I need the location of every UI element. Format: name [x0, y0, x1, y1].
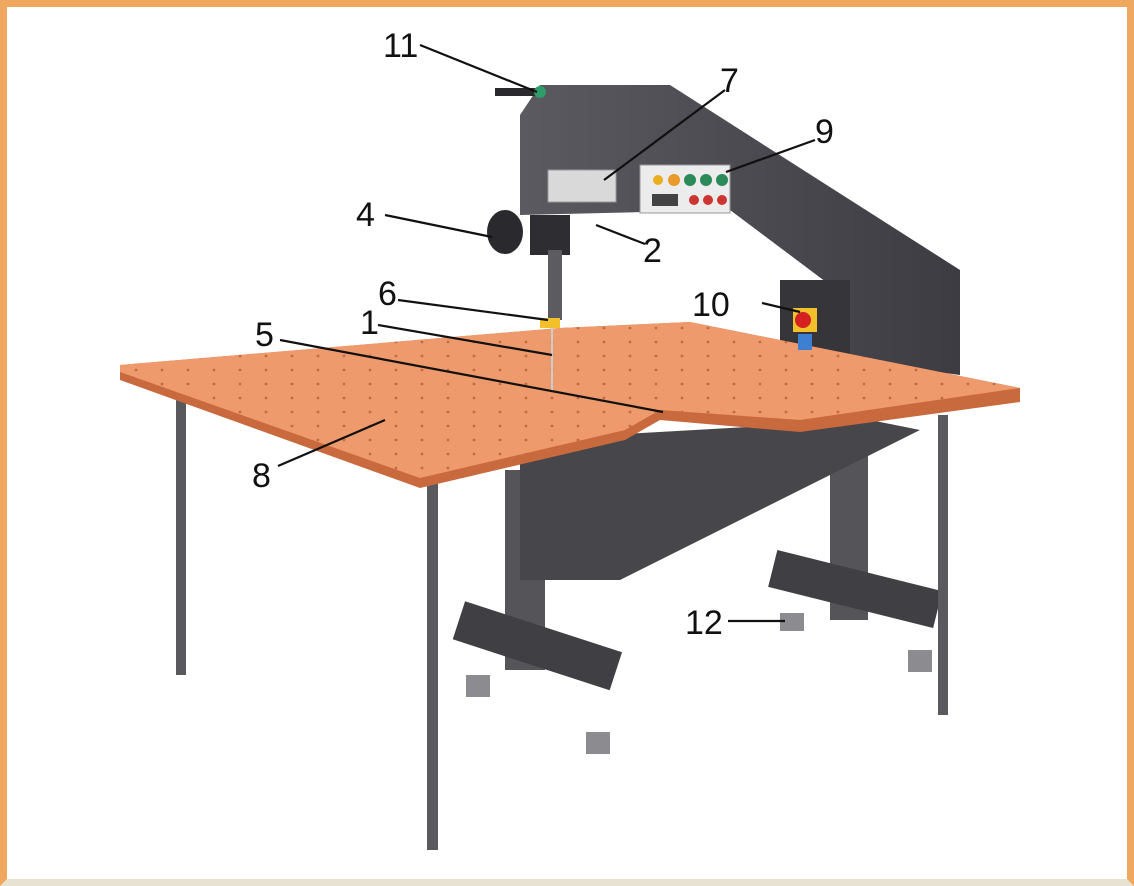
- leader-6: [397, 298, 549, 322]
- control-panel: [639, 164, 731, 214]
- callout-1: 1: [360, 304, 379, 342]
- callout-labels: 1 2 4 5 6 7 8 9 10 11 12: [252, 27, 834, 642]
- callout-11: 11: [383, 27, 418, 65]
- callout-4: 4: [356, 196, 375, 234]
- table-top: [120, 322, 1020, 488]
- callout-12: 12: [685, 604, 723, 642]
- leader-7: [603, 89, 726, 181]
- callout-9: 9: [815, 113, 834, 151]
- callout-8: 8: [252, 457, 271, 495]
- callout-5: 5: [255, 316, 274, 354]
- callout-2: 2: [643, 232, 662, 270]
- base-frame: [452, 420, 943, 691]
- callout-7: 7: [720, 62, 739, 100]
- leader-11: [419, 43, 538, 94]
- display-panel: [547, 169, 617, 203]
- leader-5: [279, 338, 664, 414]
- leveling-feet: [466, 613, 932, 754]
- leader-4: [384, 213, 493, 239]
- leader-lines: [277, 43, 816, 623]
- leader-1: [377, 323, 553, 357]
- leader-8: [277, 418, 386, 468]
- saw-head: [487, 86, 570, 392]
- main-switch: [793, 308, 817, 350]
- callout-6: 6: [378, 275, 397, 313]
- leader-10: [761, 301, 801, 314]
- leader-9: [725, 138, 816, 174]
- leader-2: [595, 223, 646, 246]
- table-legs: [176, 395, 948, 850]
- callout-10: 10: [692, 286, 730, 324]
